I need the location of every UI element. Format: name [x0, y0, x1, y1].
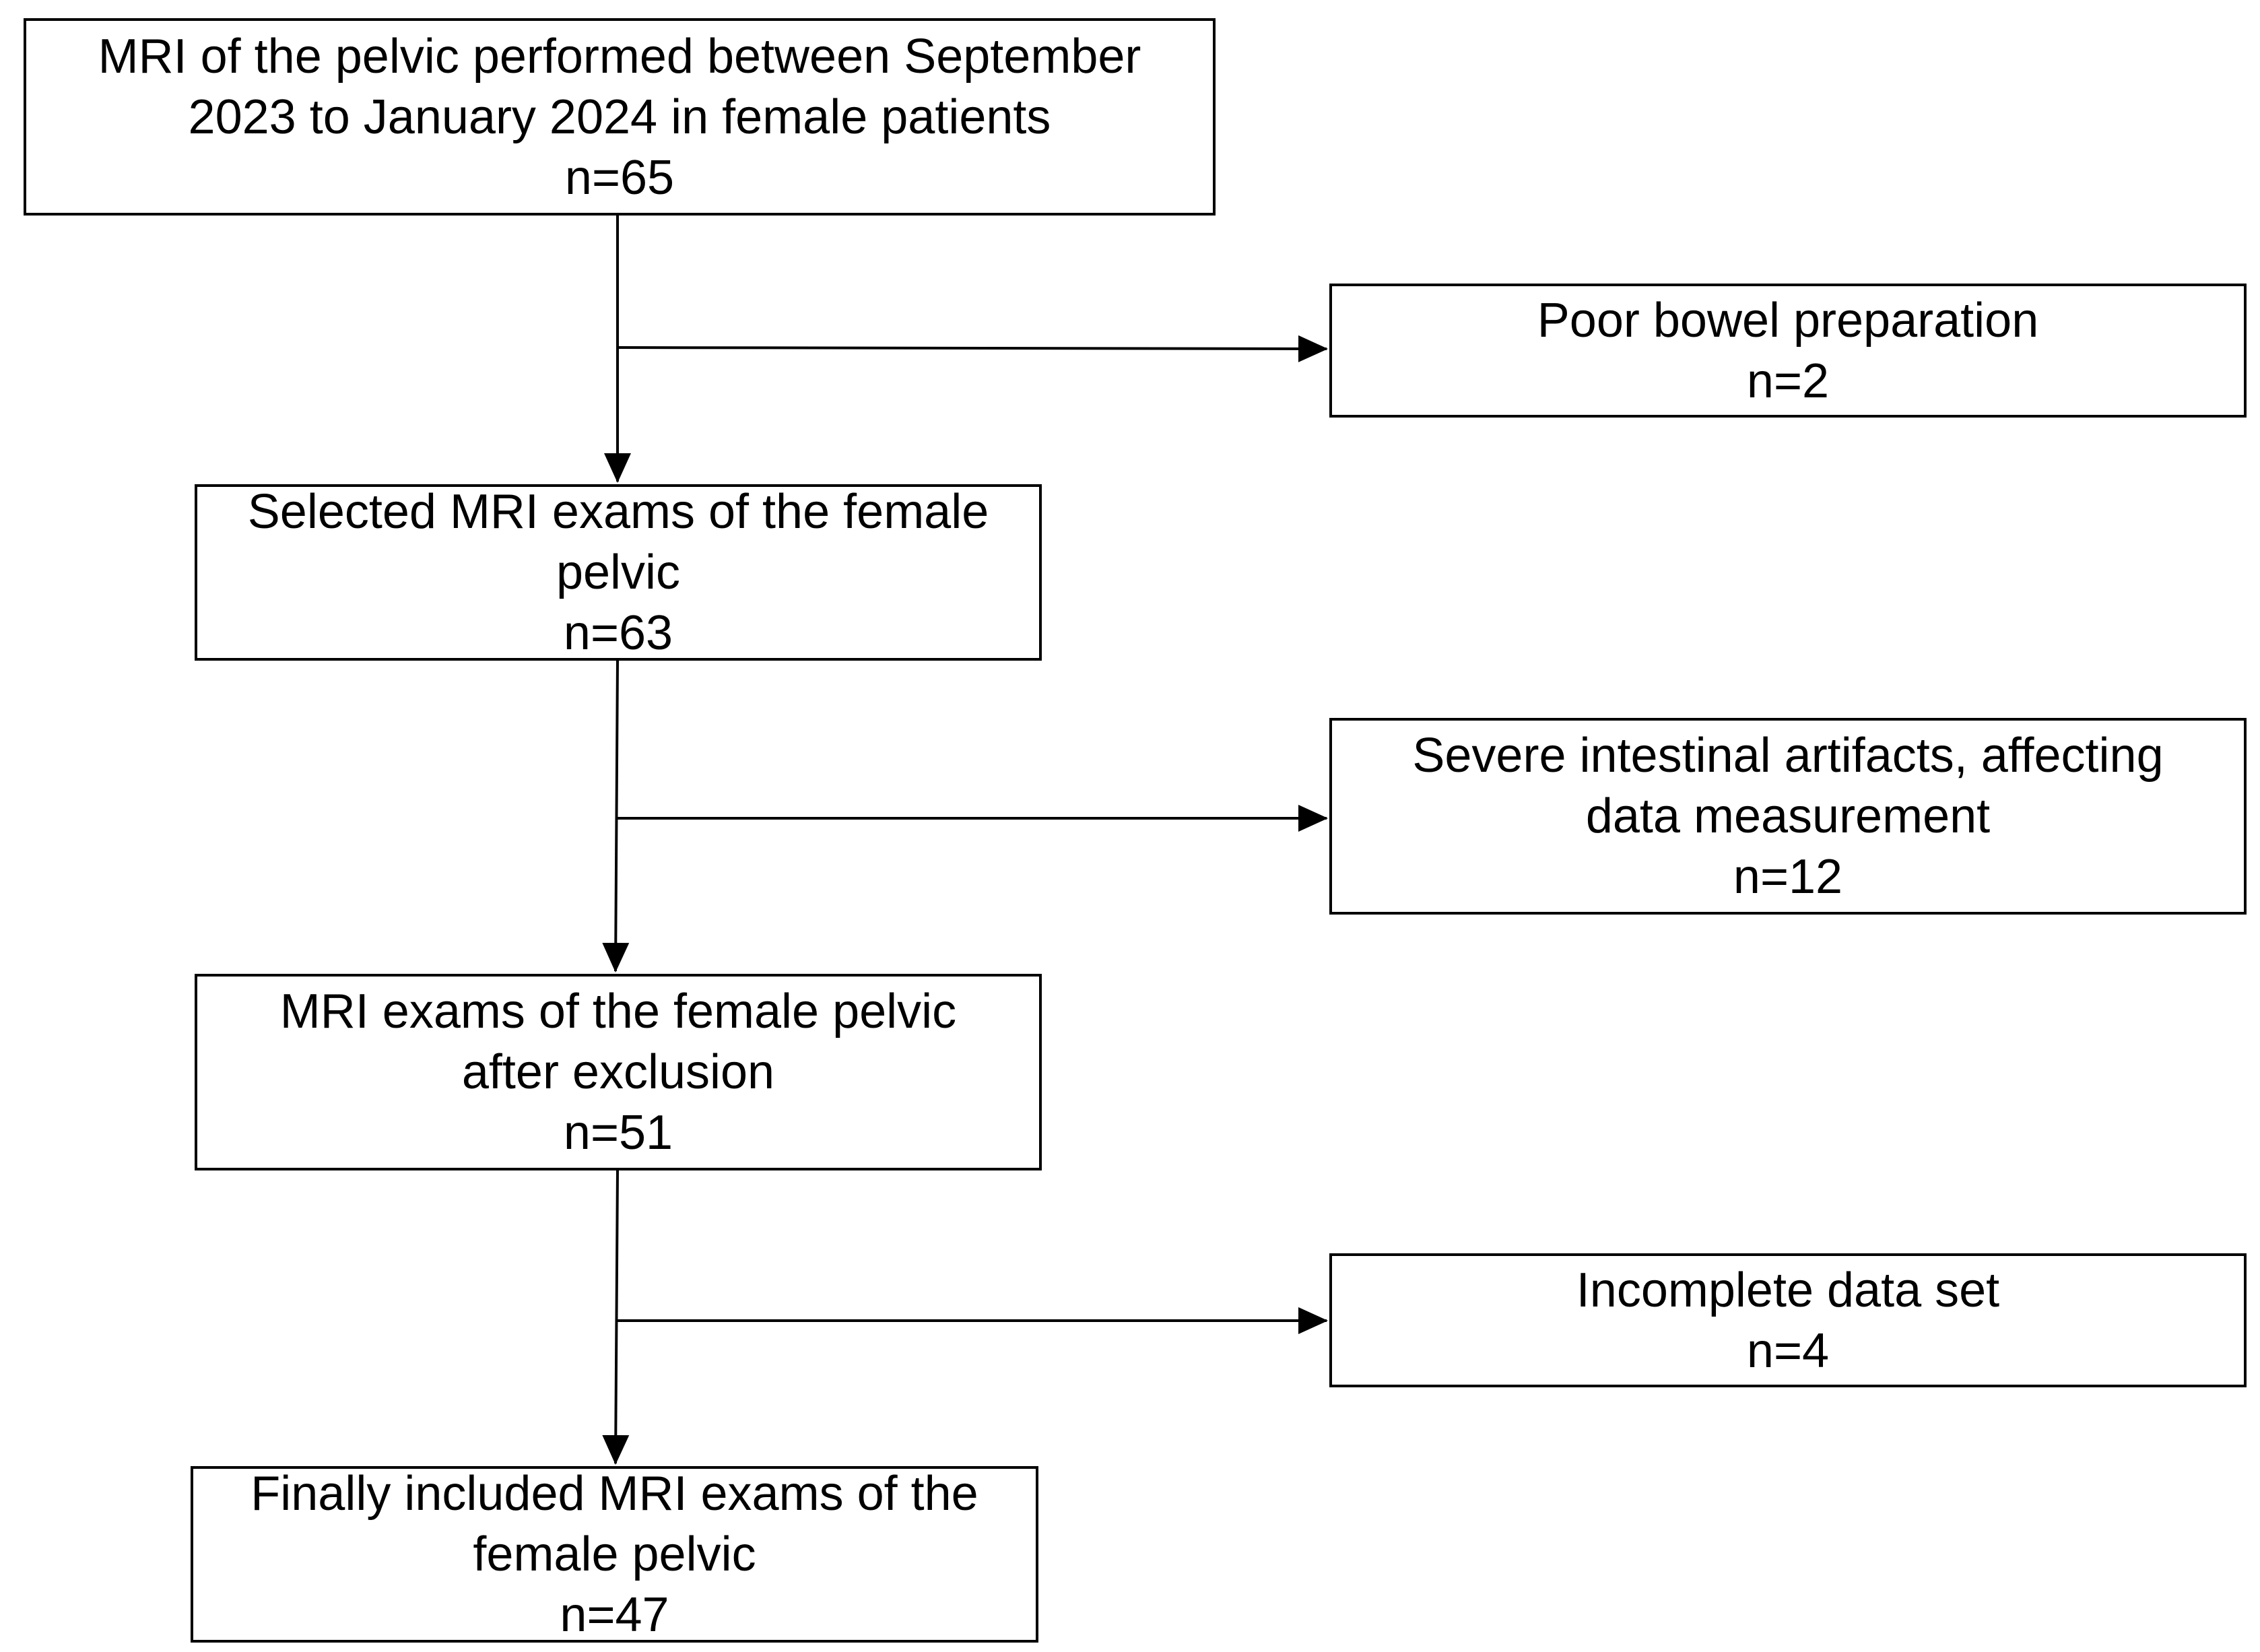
step-box-text: MRI exams of the female pelvic after exc… — [279, 985, 957, 1099]
exclusion-box-intestinal-artifacts: Severe intestinal artifacts, affecting d… — [1329, 718, 2247, 915]
arrow-to-exclusion-1 — [617, 335, 1328, 362]
step-box-initial-cohort: MRI of the pelvic performed between Sept… — [24, 18, 1216, 216]
arrow-box2-to-box3 — [602, 660, 630, 972]
step-box-text: Selected MRI exams of the female pelvic — [247, 485, 989, 599]
arrow-box3-to-box4 — [602, 1170, 630, 1465]
exclusion-box-text: Poor bowel preparation — [1537, 293, 2039, 348]
step-box-text: MRI of the pelvic performed between Sept… — [98, 29, 1141, 144]
step-box-count: n=47 — [560, 1588, 669, 1642]
step-box-count: n=65 — [564, 150, 675, 205]
exclusion-box-count: n=12 — [1733, 850, 1843, 904]
step-box-text: Finally included MRI exams of the female… — [251, 1467, 978, 1581]
exclusion-box-incomplete-data: Incomplete data set n=4 — [1329, 1253, 2247, 1387]
exclusion-box-text: Incomplete data set — [1576, 1263, 2000, 1317]
exclusion-box-count: n=2 — [1746, 354, 1830, 408]
step-box-after-exclusion: MRI exams of the female pelvic after exc… — [195, 974, 1042, 1170]
step-box-count: n=51 — [563, 1106, 673, 1160]
exclusion-box-text: Severe intestinal artifacts, affecting d… — [1412, 729, 2164, 843]
step-box-selected-exams: Selected MRI exams of the female pelvic … — [195, 484, 1042, 661]
step-box-count: n=63 — [563, 606, 673, 660]
exclusion-box-count: n=4 — [1746, 1323, 1830, 1378]
exclusion-box-poor-bowel-preparation: Poor bowel preparation n=2 — [1329, 284, 2247, 418]
step-box-final-included: Finally included MRI exams of the female… — [191, 1466, 1038, 1643]
